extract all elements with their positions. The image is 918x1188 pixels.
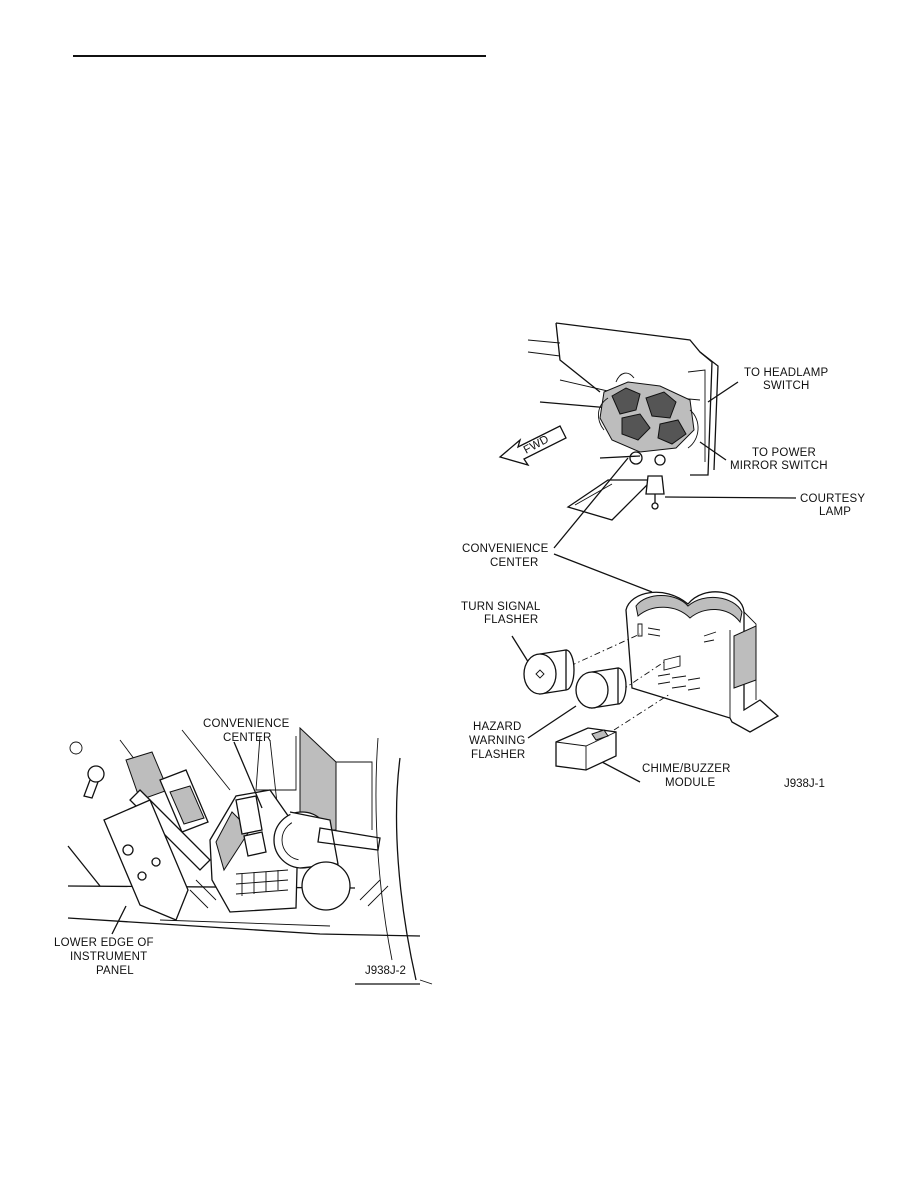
label-convenience-1: CONVENIENCE bbox=[462, 543, 549, 555]
label-headlamp-1: TO HEADLAMP bbox=[744, 367, 829, 379]
leader-hazard bbox=[527, 705, 577, 739]
figure-2-under-dash bbox=[67, 726, 421, 985]
fig2-label-convenience-1: CONVENIENCE bbox=[203, 718, 290, 730]
label-mirror-1: TO POWER bbox=[752, 447, 816, 459]
figure-1-code: J938J-1 bbox=[784, 778, 825, 790]
turn-signal-flasher-icon bbox=[523, 649, 575, 695]
label-chime-1: CHIME/BUZZER bbox=[642, 763, 731, 775]
label-chime-2: MODULE bbox=[665, 777, 716, 789]
header-rule bbox=[73, 55, 486, 57]
fig2-label-lower-3: PANEL bbox=[96, 965, 134, 977]
leader-fig2-lower-edge bbox=[111, 905, 127, 935]
figure-2-code: J938J-2 bbox=[365, 965, 406, 977]
leader-fig2-convenience bbox=[233, 741, 263, 809]
label-hazard-2: WARNING bbox=[469, 735, 526, 747]
leader-courtesy bbox=[664, 496, 797, 499]
fig2-label-lower-2: INSTRUMENT bbox=[70, 951, 147, 963]
fig2-mark bbox=[419, 979, 433, 985]
hazard-warning-flasher-icon bbox=[575, 667, 627, 709]
leader-chime bbox=[601, 761, 641, 783]
label-courtesy-2: LAMP bbox=[819, 506, 851, 518]
chime-buzzer-module-icon bbox=[555, 727, 617, 771]
leader-convenience-a bbox=[553, 457, 629, 549]
label-mirror-2: MIRROR SWITCH bbox=[730, 460, 828, 472]
figure-1-dash-assembly bbox=[527, 322, 719, 521]
label-hazard-3: FLASHER bbox=[471, 749, 525, 761]
label-convenience-2: CENTER bbox=[490, 557, 538, 569]
label-turn-signal-2: FLASHER bbox=[484, 614, 538, 626]
fig2-label-convenience-2: CENTER bbox=[223, 732, 271, 744]
leader-convenience-b bbox=[553, 553, 653, 593]
label-headlamp-2: SWITCH bbox=[763, 380, 810, 392]
fig2-label-lower-1: LOWER EDGE OF bbox=[54, 937, 154, 949]
label-courtesy-1: COURTESY bbox=[800, 493, 865, 505]
label-turn-signal-1: TURN SIGNAL bbox=[461, 601, 541, 613]
leader-headlamp bbox=[707, 381, 739, 403]
convenience-center-exploded bbox=[569, 591, 780, 733]
leader-mirror bbox=[699, 441, 727, 461]
fwd-arrow-icon bbox=[498, 425, 567, 467]
label-hazard-1: HAZARD bbox=[473, 721, 521, 733]
